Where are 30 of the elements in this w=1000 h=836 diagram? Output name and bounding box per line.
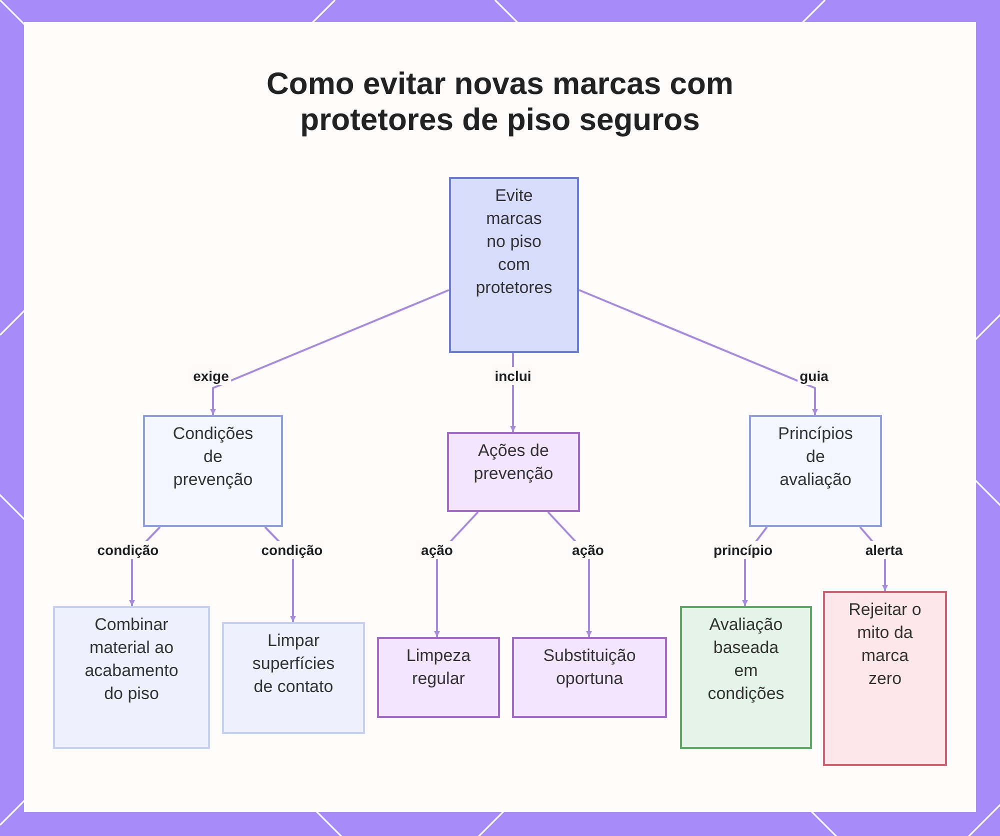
connector (578, 289, 818, 415)
edge-label: condição (95, 541, 161, 559)
box-label: Limpar superfícies de contato (251, 630, 336, 698)
concept-box (377, 637, 500, 718)
box-label: Evite marcas no piso com protetores (475, 185, 553, 299)
concept-box (53, 606, 210, 749)
edge-label: ação (570, 541, 606, 559)
concept-box (823, 591, 947, 766)
box-label: Rejeitar o mito da marca zero (848, 599, 922, 690)
concept-box (512, 637, 667, 718)
box-label: Combinar material ao acabamento do piso (84, 614, 180, 705)
box-label: Condições de prevenção (172, 423, 254, 491)
box-label: Substituição oportuna (542, 645, 637, 690)
concept-box (680, 606, 812, 749)
box-label: Ações de prevenção (472, 440, 554, 485)
box-label: Limpeza regular (405, 645, 472, 690)
box-label: Princípios de avaliação (777, 423, 854, 491)
concept-box (447, 432, 580, 512)
connector (210, 289, 450, 415)
box-label: Avaliação baseada em condições (706, 614, 786, 705)
edge-label: inclui (492, 367, 534, 385)
edge-label: alerta (863, 541, 905, 559)
diagram-title: Como evitar novas marcas com protetores de piso seguros (266, 66, 734, 138)
edge-label: princípio (711, 541, 775, 559)
edge-label: condição (259, 541, 325, 559)
concept-box (449, 177, 579, 353)
edge-label: ação (419, 541, 455, 559)
concept-box (222, 622, 365, 734)
concept-box (143, 415, 283, 527)
concept-box (749, 415, 882, 527)
